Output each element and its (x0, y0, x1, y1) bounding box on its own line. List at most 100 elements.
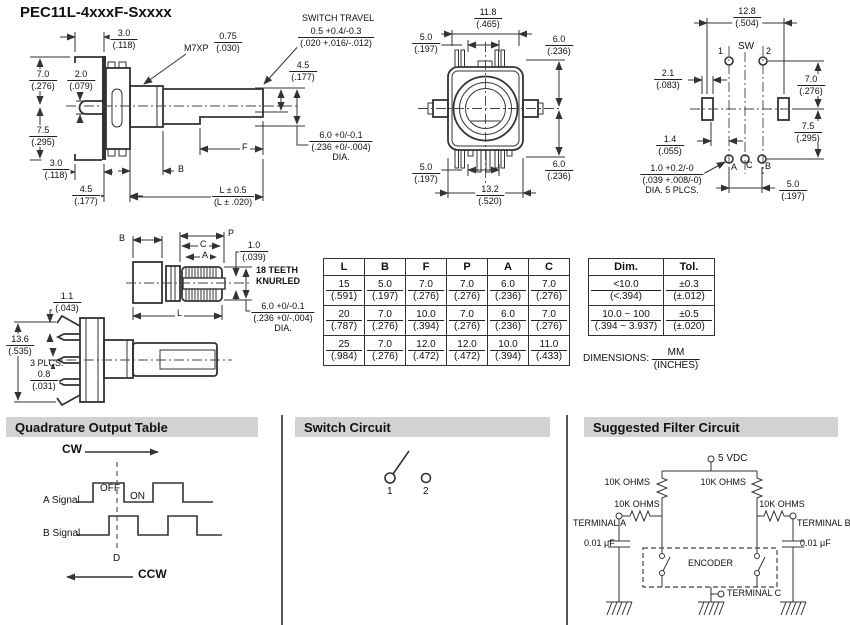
terminal-a-label: TERMINAL A (573, 518, 627, 528)
dim-7.5-pcb: 7.5(.295) (793, 121, 823, 144)
dim-mm: 3.0 (42, 158, 70, 170)
cell-inch: (.433) (535, 351, 563, 362)
a-signal-label: A Signal (43, 495, 80, 506)
dim-13.2: 13.2(.520) (475, 184, 505, 207)
dim-inch: (.177) (74, 195, 98, 206)
dim-1.1: 1.1(.043) (52, 291, 82, 314)
sw-label: SW (738, 41, 755, 52)
dim-mm: 6.0 (545, 159, 573, 171)
column-header: B (364, 258, 406, 276)
cell-inch: (.394 ~ 3.937) (594, 321, 658, 332)
table-cell: 7.0(.276) (364, 335, 406, 366)
dim-6.0-bottom: 6.0(.236) (544, 159, 574, 182)
pcb-layout-drawing (688, 18, 824, 193)
column-header: P (446, 258, 488, 276)
dim-bracket-width: 3.0(.118) (109, 28, 139, 51)
dim-mm: 2.1 (654, 68, 682, 80)
dim-inch: (.535) (8, 345, 32, 356)
cell-mm: 25 (326, 339, 362, 351)
cell-inch: (±.012) (673, 291, 705, 302)
dim-0.8: 0.8(.031) (29, 369, 59, 392)
quadrature-waveform (66, 448, 222, 581)
column-header: F (405, 258, 447, 276)
cell-mm: 6.0 (490, 309, 526, 321)
cell-mm: 7.0 (408, 279, 444, 291)
dim-mm: 4.5 (289, 60, 317, 72)
table-cell: ±0.3(±.012) (663, 275, 715, 306)
dim-hole-dia: 1.0 +0.2/-0(.039 +.008/-0)DIA. 5 PLCS. (639, 163, 705, 196)
capacitor-left (608, 519, 630, 602)
table-cell: ±0.5(±.020) (663, 305, 715, 336)
dim-mm: 13.2 (476, 184, 504, 196)
dim-inch: (.236) (547, 45, 571, 56)
cell-mm: 12.0 (449, 339, 485, 351)
pad-b-label: B (765, 161, 772, 171)
dim-mm: 0.75 (214, 31, 242, 43)
dim-mm: 5.0 (412, 162, 440, 174)
detent-label: D (113, 553, 121, 564)
dim-4.5-travel: 4.5(.177) (288, 60, 318, 83)
table-cell: 7.0(.276) (528, 305, 570, 336)
table-cell: 7.0(.276) (528, 275, 570, 306)
switch-travel-label: SWITCH TRAVEL (302, 13, 375, 23)
b-signal-label: B Signal (43, 528, 81, 539)
dim-extra: DIA. 5 PLCS. (645, 185, 699, 196)
resistor4-label: 10K OHMS (759, 499, 805, 509)
pad-c-label: C (746, 160, 753, 170)
dim-mm: 3.0 (110, 28, 138, 40)
table-row: 10.0 ~ 100(.394 ~ 3.937)±0.5(±.020) (588, 305, 715, 336)
cell-inch: (.472) (412, 351, 440, 362)
cell-mm: 7.0 (367, 339, 403, 351)
teeth-label: 18 TEETH (256, 265, 299, 275)
dim-inch: (.177) (291, 71, 315, 82)
dim-mm: 5.0 (779, 179, 807, 191)
dim-mm: 7.0 (797, 74, 825, 86)
cell-mm: 7.0 (449, 279, 485, 291)
dim-7.0-pcb: 7.0(.276) (796, 74, 826, 97)
encoder-box (642, 547, 778, 588)
dim-inch: (INCHES) (653, 359, 699, 371)
knurl-l-ref: L (175, 308, 185, 319)
dim-inch: (.083) (656, 79, 680, 90)
cell-mm: 7.0 (449, 309, 485, 321)
side-view-drawing (30, 32, 312, 202)
dim-f-ref: F (240, 142, 250, 153)
dim-inch: (.118) (44, 169, 68, 180)
dim-slot-width: 1.0(.039) (239, 240, 269, 263)
dim-2.0: 2.0(.079) (66, 69, 96, 92)
cell-inch: (.276) (412, 291, 440, 302)
dim-inch: (.520) (478, 195, 502, 206)
terminal-b-label: TERMINAL B (797, 518, 850, 528)
dim-inch: (.031) (32, 380, 56, 391)
dim-knurl-dia: 6.0 +0/-0.1(.236 +0/-.004)DIA. (250, 301, 316, 334)
page-title: PEC11L-4xxxF-Sxxxx (20, 4, 172, 21)
dim-extra: DIA. (274, 323, 292, 334)
dim-13.6: 13.6(.535) (5, 334, 35, 357)
table-cell: 15(.591) (323, 275, 365, 306)
dim-inch: (.236 +0/-.004) (253, 312, 313, 323)
sw-pin1-label: 1 (718, 46, 724, 56)
capacitor-right (782, 519, 804, 602)
dim-mm: L ± 0.5 (211, 185, 255, 197)
table-cell: 20(.787) (323, 305, 365, 336)
switch-title: Switch Circuit (304, 419, 391, 435)
thread-label: M7XP (184, 43, 209, 53)
table-cell: 6.0(.236) (487, 305, 529, 336)
dim-inch: (.236 +0/-.004) (311, 141, 371, 152)
pad-a-label: A (731, 162, 738, 172)
cell-inch: (.276) (371, 321, 399, 332)
dim-inch: (.295) (31, 136, 55, 147)
vcc-label: 5 VDC (718, 453, 748, 464)
dim-shaft-dia: 6.0 +0/-0.1(.236 +0/-.004)DIA. (308, 130, 374, 163)
knurl-b-ref: B (119, 233, 126, 243)
dim-mm: 0.5 +0.4/-0.3 (298, 26, 374, 38)
tolerance-table: Dim.Tol.<10.0(<.394)±0.3(±.012)10.0 ~ 10… (588, 258, 715, 336)
dim-inch: (.118) (112, 39, 136, 50)
dim-mm: 7.5 (29, 125, 57, 137)
dim-inch: (.043) (55, 302, 79, 313)
dim-3.0-bottom: 3.0(.118) (41, 158, 71, 181)
dim-mm: 6.0 (545, 34, 573, 46)
table-cell: 7.0(.276) (405, 275, 447, 306)
cell-mm: ±0.5 (666, 309, 712, 321)
